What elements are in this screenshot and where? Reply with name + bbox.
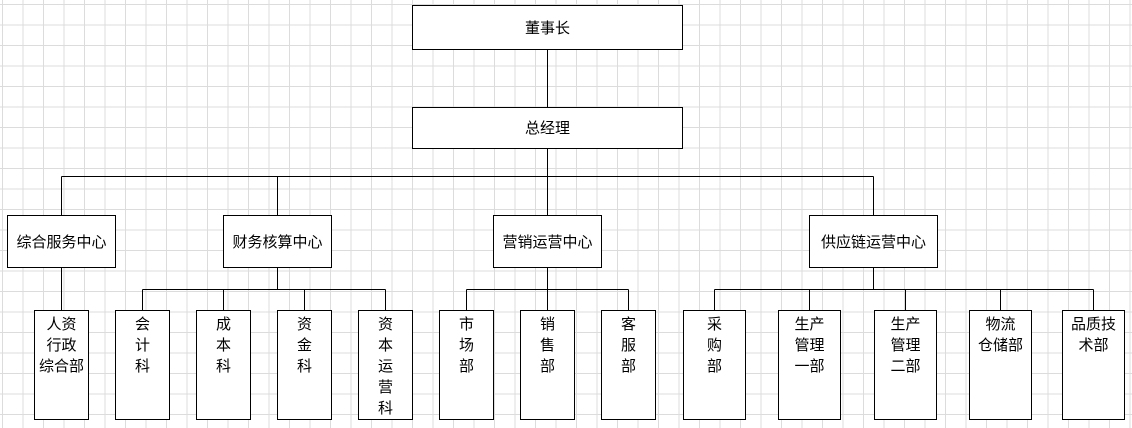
node-chairman: 董事长: [412, 5, 683, 50]
node-dept-logistics: 物流 仓储部: [969, 310, 1032, 420]
node-center-label: 营销运营中心: [502, 232, 593, 251]
node-center-label: 综合服务中心: [16, 232, 107, 251]
node-general-manager: 总经理: [412, 107, 683, 149]
node-center-marketing: 营销运营中心: [493, 215, 602, 268]
node-center-label: 财务核算中心: [232, 232, 323, 251]
node-general-manager-label: 总经理: [524, 119, 570, 137]
node-dept-quality-tech: 品质技 术部: [1062, 310, 1125, 420]
node-dept-accounting: 会 计 科: [115, 310, 170, 420]
node-dept-sales: 销 售 部: [520, 310, 575, 420]
node-dept-production-1: 生产 管理 一部: [778, 310, 841, 420]
node-dept-market: 市 场 部: [439, 310, 494, 420]
node-dept-customer-service: 客 服 部: [601, 310, 656, 420]
node-center-finance: 财务核算中心: [223, 215, 332, 268]
node-center-general-services: 综合服务中心: [7, 215, 116, 268]
node-dept-funds: 资 金 科: [277, 310, 332, 420]
node-dept-production-2: 生产 管理 二部: [874, 310, 937, 420]
node-dept-purchasing: 采 购 部: [683, 310, 746, 420]
node-center-supply-chain: 供应链运营中心: [809, 215, 938, 268]
node-chairman-label: 董事长: [524, 18, 570, 37]
node-dept-hr-admin: 人资 行政 综合部: [34, 310, 89, 420]
node-center-label: 供应链运营中心: [820, 232, 926, 251]
node-dept-cost: 成 本 科: [196, 310, 251, 420]
node-dept-capital-ops: 资 本 运 营 科: [358, 310, 413, 420]
